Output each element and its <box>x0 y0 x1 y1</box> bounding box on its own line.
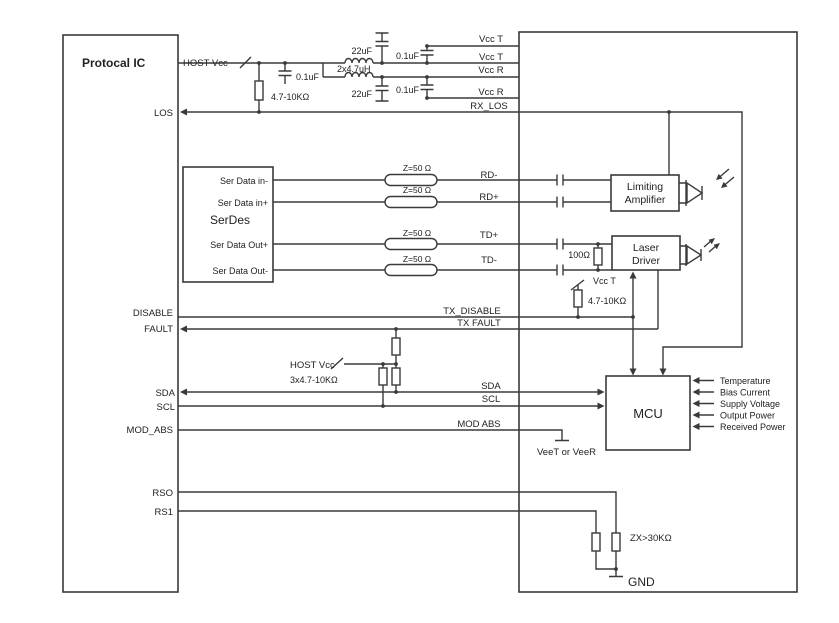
host-vcc-label-mid: HOST Vcc <box>290 360 335 371</box>
serdes-pin-in-plus: Ser Data in+ <box>218 198 268 208</box>
vcc-r-label-2: Vcc R <box>478 87 503 98</box>
serdes-pin-in-minus: Ser Data in- <box>220 176 268 186</box>
laser-driver-label-1: Laser <box>633 242 660 254</box>
mod-abs-pin-label: MOD_ABS <box>127 425 173 436</box>
td-minus-label: TD- <box>481 255 497 266</box>
wire-sda <box>180 388 605 396</box>
mcu-box <box>605 375 691 451</box>
z50-line-td-plus <box>384 237 438 251</box>
sda-pin-label: SDA <box>155 388 175 399</box>
wire-rx-los <box>180 108 743 376</box>
cap-0p1uf-top <box>420 46 434 63</box>
z50-line-rd-minus <box>384 173 438 187</box>
wire-rs1 <box>178 510 616 570</box>
mcu-input-output-power: Output Power <box>720 411 775 421</box>
mcu-input-temperature: Temperature <box>720 376 771 386</box>
host-pullup-value: 4.7-10KΩ <box>271 92 310 102</box>
wire-host-vcc-top <box>178 45 519 99</box>
scl-pin-label: SCL <box>157 402 175 413</box>
mcu-input-received-power: Received Power <box>720 422 786 432</box>
z50-label-4: Z=50 Ω <box>403 254 431 264</box>
serdes-title: SerDes <box>210 213 250 227</box>
mcu-input-bias-current: Bias Current <box>720 388 771 398</box>
sda-label-right: SDA <box>481 381 501 392</box>
host-vcc-pullup-resistor <box>254 63 264 112</box>
wire-scl <box>178 402 605 410</box>
disable-pin-label: DISABLE <box>133 308 173 319</box>
laser-driver-box <box>611 235 681 271</box>
limiting-amplifier-box <box>610 174 680 212</box>
mcu-title: MCU <box>633 406 663 421</box>
z50-label-1: Z=50 Ω <box>403 163 431 173</box>
cap-0p1uf-top-value: 0.1uF <box>396 51 420 61</box>
wire-rso <box>178 491 623 578</box>
limiting-amplifier-label-1: Limiting <box>627 181 663 193</box>
wire-mod-abs <box>178 429 569 442</box>
mod-abs-label-right: MOD ABS <box>457 419 500 430</box>
serdes-pin-out-minus: Ser Data Out- <box>212 266 268 276</box>
inductor-value: 2x4.7uH <box>337 64 371 74</box>
rd-minus-label: RD- <box>481 170 498 181</box>
wire-tx-disable <box>178 271 637 376</box>
rs-resistors-value: ZX>30KΩ <box>630 533 672 544</box>
cap-22uf-top <box>375 32 389 63</box>
z50-line-td-minus <box>384 263 438 277</box>
host-vcc-connector-slash <box>239 56 252 69</box>
rso-pin-label: RSO <box>152 488 173 499</box>
vee-label: VeeT or VeeR <box>537 447 596 458</box>
vcc-t-connector-slash <box>570 279 585 291</box>
cap-0p1uf-bottom-value: 0.1uF <box>396 85 420 95</box>
td-plus-label: TD+ <box>480 230 499 241</box>
inductor-bottom-coil <box>344 71 374 78</box>
gnd-label: GND <box>628 575 655 589</box>
vcc-t-label-mid: Vcc T <box>593 276 616 286</box>
i2c-pullup-network <box>330 329 401 406</box>
fault-pin-label: FAULT <box>144 324 173 335</box>
laser-diode-symbol <box>680 238 720 266</box>
inductor-top-coil <box>344 57 374 64</box>
cap-0p1uf-left-value: 0.1uF <box>296 72 320 82</box>
rd-plus-label: RD+ <box>479 192 499 203</box>
vcc-t-pullup-value: 4.7-10KΩ <box>588 296 627 306</box>
host-vcc-mid-slash <box>330 357 344 370</box>
protocol-ic-box <box>62 34 179 593</box>
host-vcc-label-top: HOST Vcc <box>183 58 228 69</box>
serdes-pin-out-plus: Ser Data Out+ <box>210 240 268 250</box>
limiting-amplifier-label-2: Amplifier <box>625 194 666 206</box>
decoupling-cap-0p1uf-left <box>278 63 292 84</box>
tx-disable-label: TX_DISABLE <box>443 306 501 317</box>
vcc-t-label-1: Vcc T <box>479 34 503 45</box>
resistor-100ohm <box>593 244 603 270</box>
rs1-pin-label: RS1 <box>155 507 173 518</box>
vcc-t-pullup-resistor <box>570 279 585 317</box>
junction-dots <box>257 44 671 571</box>
photodiode-symbol <box>679 168 735 206</box>
cap-22uf-top-value: 22uF <box>351 46 372 56</box>
mcu-input-supply-voltage: Supply Voltage <box>720 399 780 409</box>
vcc-r-label-1: Vcc R <box>478 65 503 76</box>
z50-label-3: Z=50 Ω <box>403 228 431 238</box>
tx-fault-label: TX FAULT <box>457 318 501 329</box>
vcc-t-label-2: Vcc T <box>479 52 503 63</box>
wire-tx-fault <box>180 270 659 333</box>
cap-0p1uf-bottom <box>420 77 434 98</box>
los-pin-label: LOS <box>154 108 173 119</box>
rx-los-label: RX_LOS <box>470 101 508 112</box>
cap-22uf-bottom-value: 22uF <box>351 89 372 99</box>
mcu-input-arrows <box>692 377 714 430</box>
serdes-box <box>182 166 274 283</box>
scl-label-right: SCL <box>482 394 500 405</box>
laser-driver-label-2: Driver <box>632 255 661 267</box>
cap-22uf-bottom <box>375 77 389 102</box>
i2c-pullups-value: 3x4.7-10KΩ <box>290 375 338 385</box>
z50-line-rd-plus <box>384 195 438 209</box>
protocol-ic-title: Protocal IC <box>82 56 146 70</box>
z50-label-2: Z=50 Ω <box>403 185 431 195</box>
r100-label: 100Ω <box>568 250 590 260</box>
